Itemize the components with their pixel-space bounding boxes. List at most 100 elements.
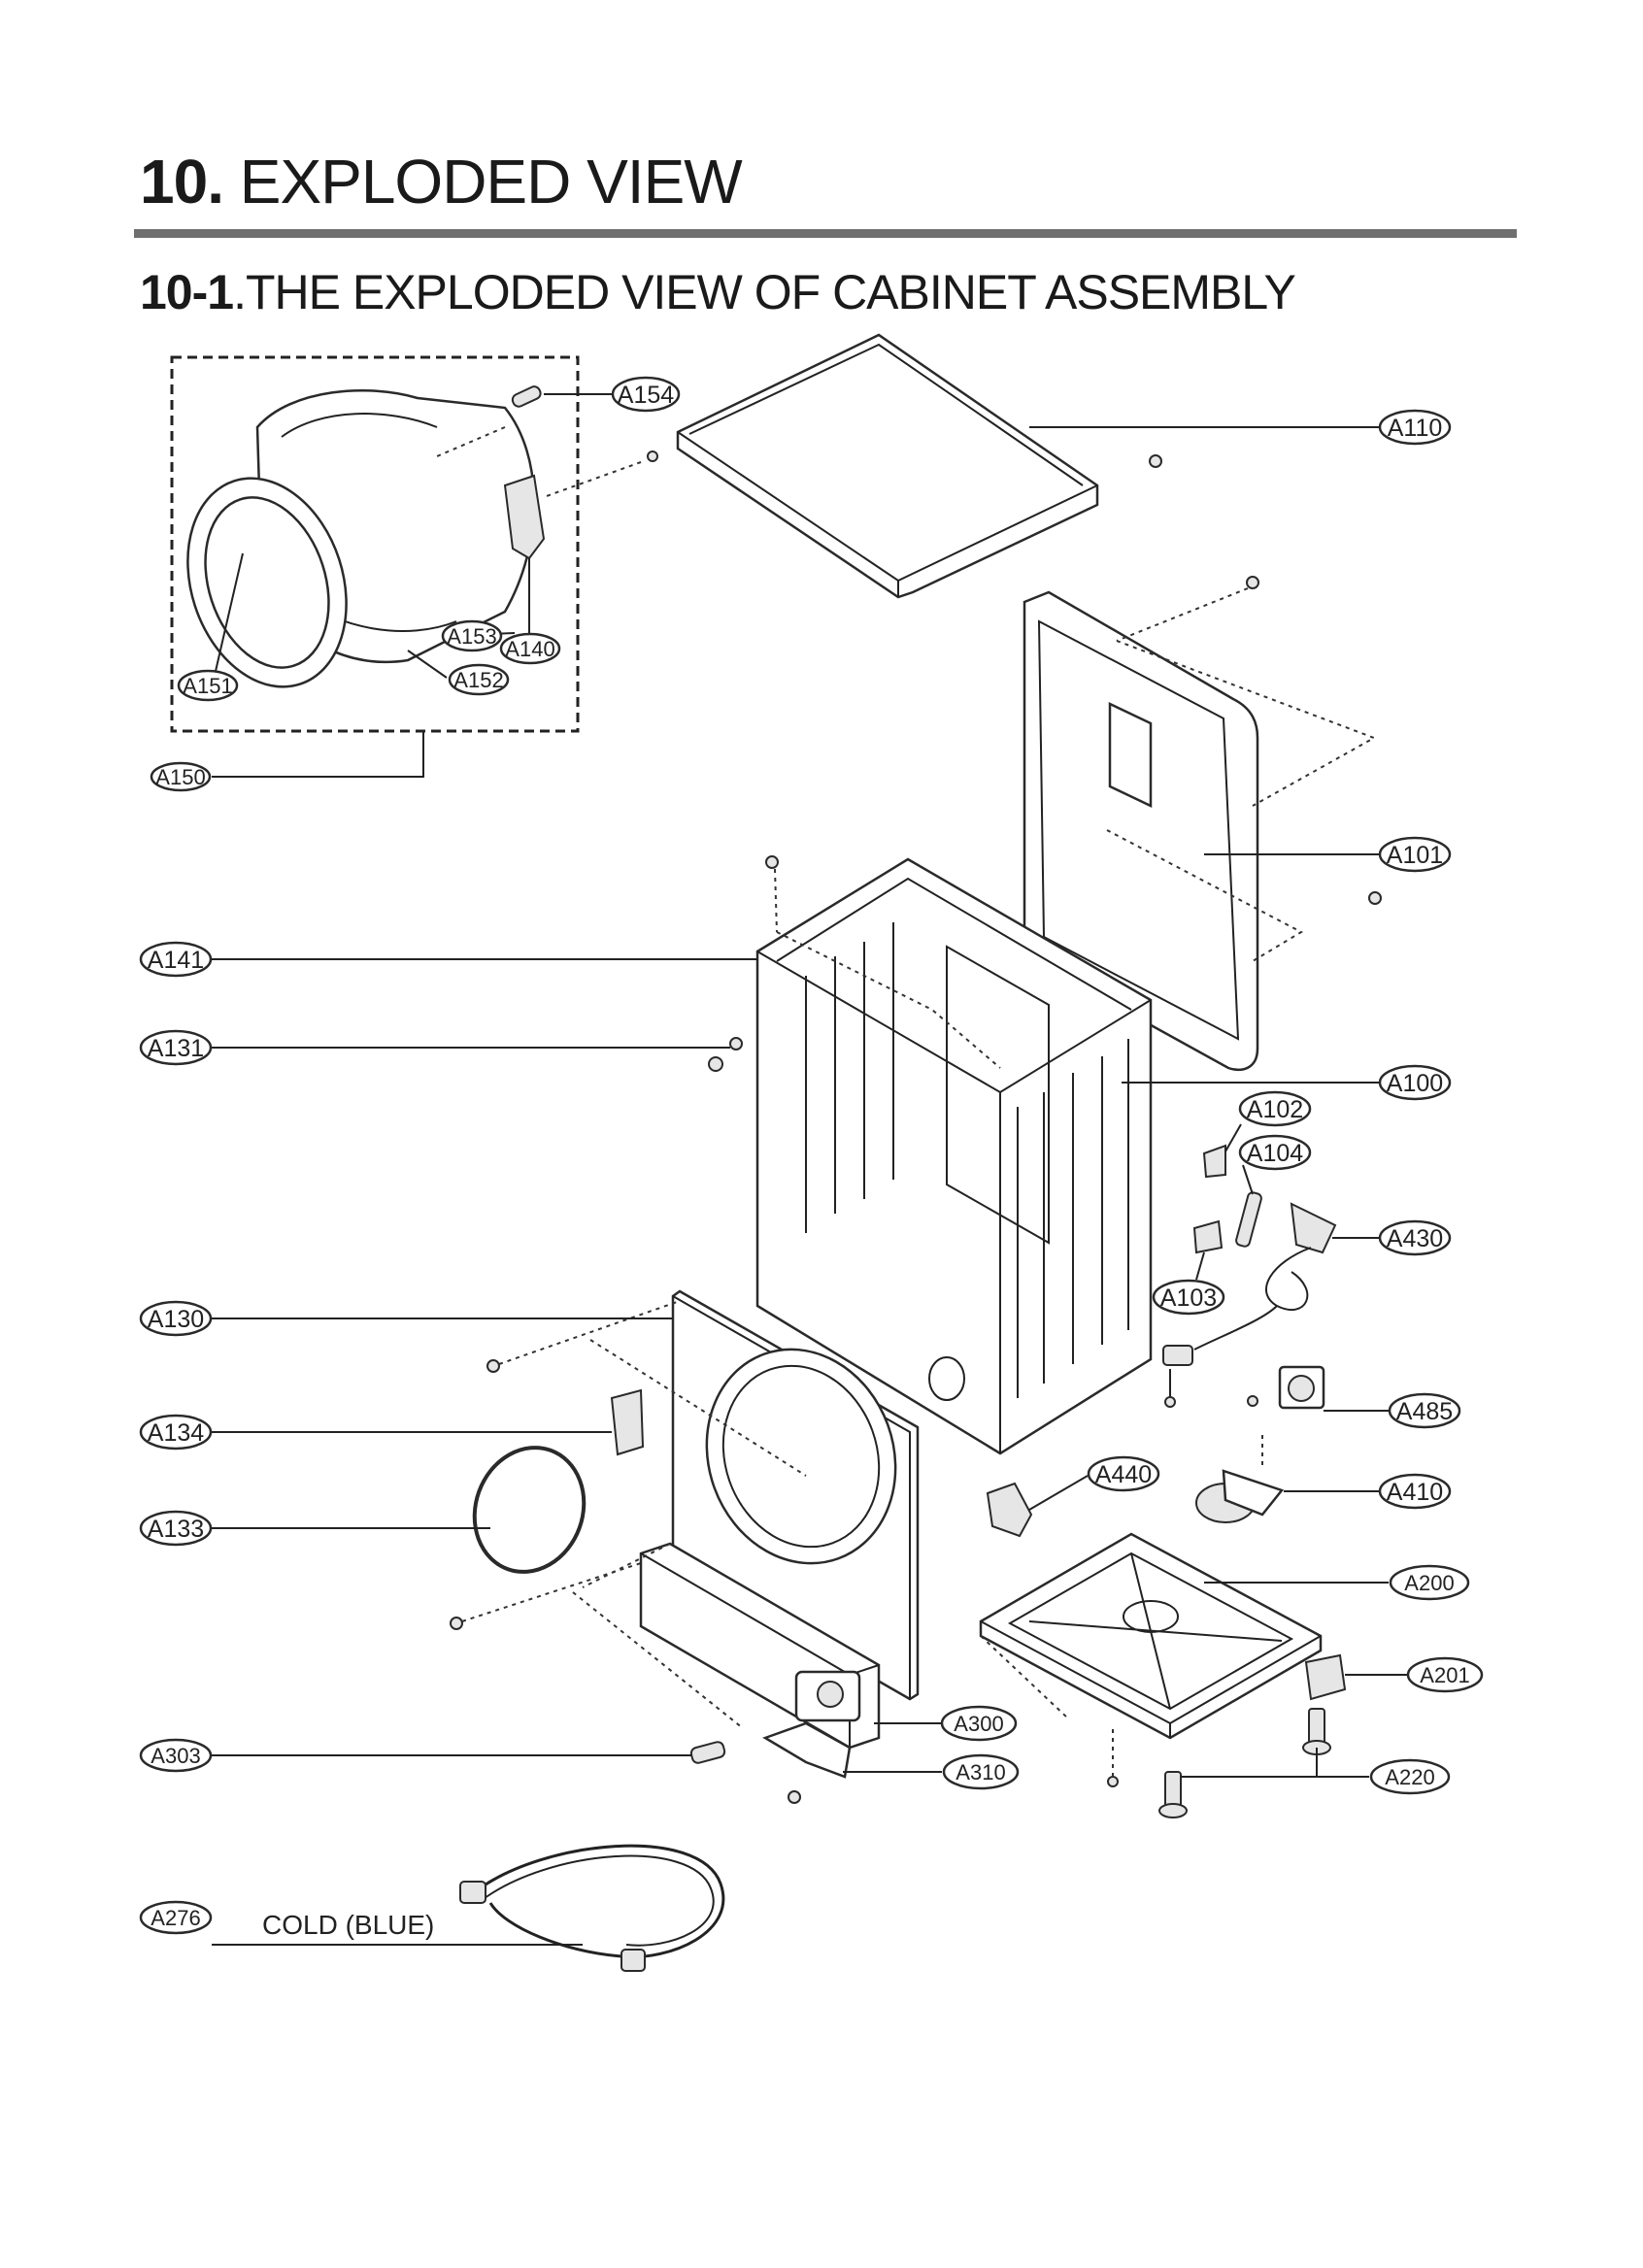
callout-a150: A150: [150, 761, 212, 792]
clamp-a103: [1192, 1219, 1224, 1254]
callout-a310: A310: [942, 1753, 1020, 1790]
detergent-drawer: [762, 1721, 852, 1779]
callout-a103: A103: [1152, 1279, 1225, 1316]
back-cover-group: [1023, 576, 1382, 1072]
callout-a152: A152: [448, 663, 510, 696]
callout-a102: A102: [1238, 1090, 1312, 1127]
cord-ground-terminal: [1164, 1396, 1176, 1408]
spring-a303: [689, 1741, 726, 1764]
cabinet-foot-hole: [928, 1356, 965, 1401]
inlet-hose-group: COLD (BLUE): [212, 1844, 725, 1972]
callout-a141: A141: [139, 941, 213, 978]
callout-a133: A133: [139, 1510, 213, 1547]
inlet-hose-inner: [480, 1854, 715, 1947]
noise-filter-coil: [1288, 1375, 1315, 1402]
callout-a201-text: A201: [1420, 1663, 1469, 1687]
door-glass: [204, 496, 330, 669]
drain-pump-a440: [986, 1482, 1033, 1538]
subsection-title-text: .THE EXPLODED VIEW OF CABINET ASSEMBLY: [233, 265, 1296, 319]
callout-a103-text: A103: [1160, 1284, 1217, 1312]
top-plate-group: [676, 333, 1381, 599]
noise-filter-screw: [1247, 1395, 1258, 1407]
control-knob: [817, 1681, 844, 1708]
subsection-number: 10-1: [140, 265, 234, 319]
door-assembly-frame: [170, 355, 580, 733]
callout-a130-text: A130: [148, 1306, 204, 1333]
power-cord-cable: [1193, 1247, 1312, 1351]
callout-a140-text: A140: [505, 637, 554, 661]
leader-a103: [1195, 1251, 1205, 1281]
back-cover-guide-lines: [1106, 587, 1377, 962]
callout-a154: A154: [611, 376, 681, 413]
door-handle: [511, 385, 542, 408]
callout-a303-text: A303: [151, 1744, 200, 1768]
drawer-screw: [788, 1790, 801, 1804]
callout-bubbles: A154 A110 A153 A140 A151 A152 A150 A101 …: [139, 376, 1484, 1935]
hose-color-label: COLD (BLUE): [262, 1910, 434, 1940]
callout-a154-text: A154: [618, 382, 674, 409]
callout-a485: A485: [1388, 1392, 1461, 1429]
cabinet-edges: [756, 951, 1152, 1453]
callout-a200-text: A200: [1404, 1571, 1454, 1595]
callout-a440: A440: [1087, 1455, 1160, 1492]
base-center-hub: [1123, 1600, 1179, 1633]
back-cover-window: [1108, 702, 1153, 808]
subsection-title: 10-1.THE EXPLODED VIEW OF CABINET ASSEMB…: [140, 264, 1296, 320]
callout-a131-text: A131: [148, 1035, 204, 1062]
callout-a430-text: A430: [1387, 1225, 1443, 1252]
leader-a150: [212, 730, 424, 778]
callout-a133-text: A133: [148, 1516, 204, 1543]
valves-group: [986, 1365, 1389, 1538]
callout-a430: A430: [1378, 1219, 1452, 1256]
callout-a276: A276: [139, 1900, 213, 1935]
callout-a102-text: A102: [1247, 1096, 1303, 1123]
leader-a440: [1028, 1475, 1089, 1511]
callout-a151-text: A151: [183, 674, 232, 698]
front-panel-guide-lines: [461, 1300, 807, 1622]
callout-a100: A100: [1378, 1064, 1452, 1101]
section-title-text: EXPLODED VIEW: [239, 147, 743, 217]
base-guide-lines: [980, 1635, 1114, 1777]
cabinet-guide-lines: [774, 868, 1001, 1069]
door-latch: [610, 1388, 645, 1456]
leader-a220-join: [1181, 1748, 1318, 1778]
callout-a100-text: A100: [1387, 1070, 1443, 1097]
callout-a140: A140: [499, 632, 561, 665]
callout-a104: A104: [1238, 1134, 1312, 1171]
callout-a153: A153: [441, 619, 503, 652]
callout-a131: A131: [139, 1029, 213, 1066]
inlet-hose-fitting-top: [459, 1881, 486, 1904]
callout-a440-text: A440: [1095, 1461, 1152, 1488]
callout-a141-text: A141: [148, 947, 204, 974]
callout-a101-text: A101: [1387, 842, 1443, 869]
callout-a150-text: A150: [155, 765, 205, 789]
cabinet-top-screw: [765, 855, 779, 869]
cabinet-rear-frame: [946, 945, 1050, 1245]
leveling-foot-a-base: [1158, 1803, 1188, 1818]
door-latch-group: [212, 1388, 645, 1574]
cabinet-bracket: [729, 1037, 743, 1051]
cabinet-group: [212, 855, 1381, 1455]
door-hinge: [503, 474, 546, 560]
front-panel-opening-inner: [721, 1364, 881, 1549]
door-screw: [647, 450, 658, 462]
leader-a152: [407, 650, 448, 679]
back-cover-screw-top: [1246, 576, 1259, 589]
base-frame-edges: [980, 1551, 1322, 1738]
callout-a303: A303: [139, 1738, 213, 1773]
door-gasket-ring: [472, 1446, 587, 1574]
callout-a134: A134: [139, 1414, 213, 1451]
callout-a152-text: A152: [453, 668, 503, 692]
title-divider: [134, 229, 1517, 238]
section-number: 10.: [140, 147, 224, 217]
callout-a104-text: A104: [1247, 1140, 1303, 1167]
clamp-a102: [1202, 1144, 1226, 1179]
top-plate-screw: [1149, 454, 1162, 468]
leader-a151: [213, 552, 244, 681]
callout-a276-text: A276: [151, 1906, 200, 1930]
front-panel-door-opening: [705, 1348, 897, 1565]
callout-a101: A101: [1378, 836, 1452, 873]
callout-a151: A151: [177, 669, 239, 702]
front-panel-screw-bottom: [450, 1617, 463, 1630]
